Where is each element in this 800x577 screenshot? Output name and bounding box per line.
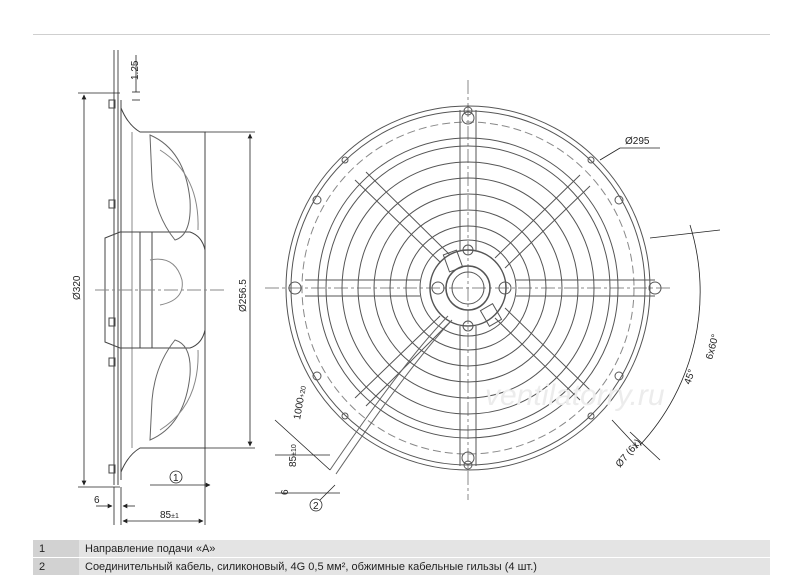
technical-drawing: 1.25 Ø320 Ø256.5 6 85±1 1 Ø295 6x60° 45°… [72, 50, 722, 525]
legend-text: Направление подачи «A» [79, 540, 770, 558]
dim-flange-thickness: 1.25 [130, 60, 141, 80]
side-view [95, 95, 225, 485]
watermark: ventilatorry.ru [485, 379, 665, 412]
dim-hole-circle: Ø295 [625, 136, 650, 147]
dim-outer-diameter: Ø320 [72, 275, 83, 300]
callout-1: 1 [173, 473, 179, 484]
dim-inner-diameter: Ø256.5 [238, 279, 249, 312]
legend-number: 2 [33, 557, 79, 576]
front-dimensions [274, 147, 721, 512]
callout-2: 2 [313, 501, 319, 512]
dim-cable-length: 1000+20 [292, 385, 309, 421]
legend-row: 2 Соединительный кабель, силиконовый, 4G… [33, 557, 770, 576]
legend-row: 1 Направление подачи «A» [33, 540, 770, 558]
dim-mount-holes: Ø7 (6x) [614, 437, 644, 470]
dim-cable-offset: 6 [280, 489, 291, 495]
side-dimensions [78, 50, 255, 525]
dim-angle: 45° [682, 368, 698, 386]
dim-depth: 85±1 [160, 510, 179, 521]
top-rule [33, 34, 770, 35]
legend-text: Соединительный кабель, силиконовый, 4G 0… [79, 557, 770, 576]
legend-number: 1 [33, 540, 79, 558]
dim-hole-pitch: 6x60° [704, 333, 721, 361]
dim-base-offset: 6 [94, 495, 100, 506]
dim-cable-exit: 85±10 [288, 444, 299, 467]
front-view [265, 80, 672, 500]
legend-table: 1 Направление подачи «A» 2 Соединительны… [33, 540, 770, 576]
